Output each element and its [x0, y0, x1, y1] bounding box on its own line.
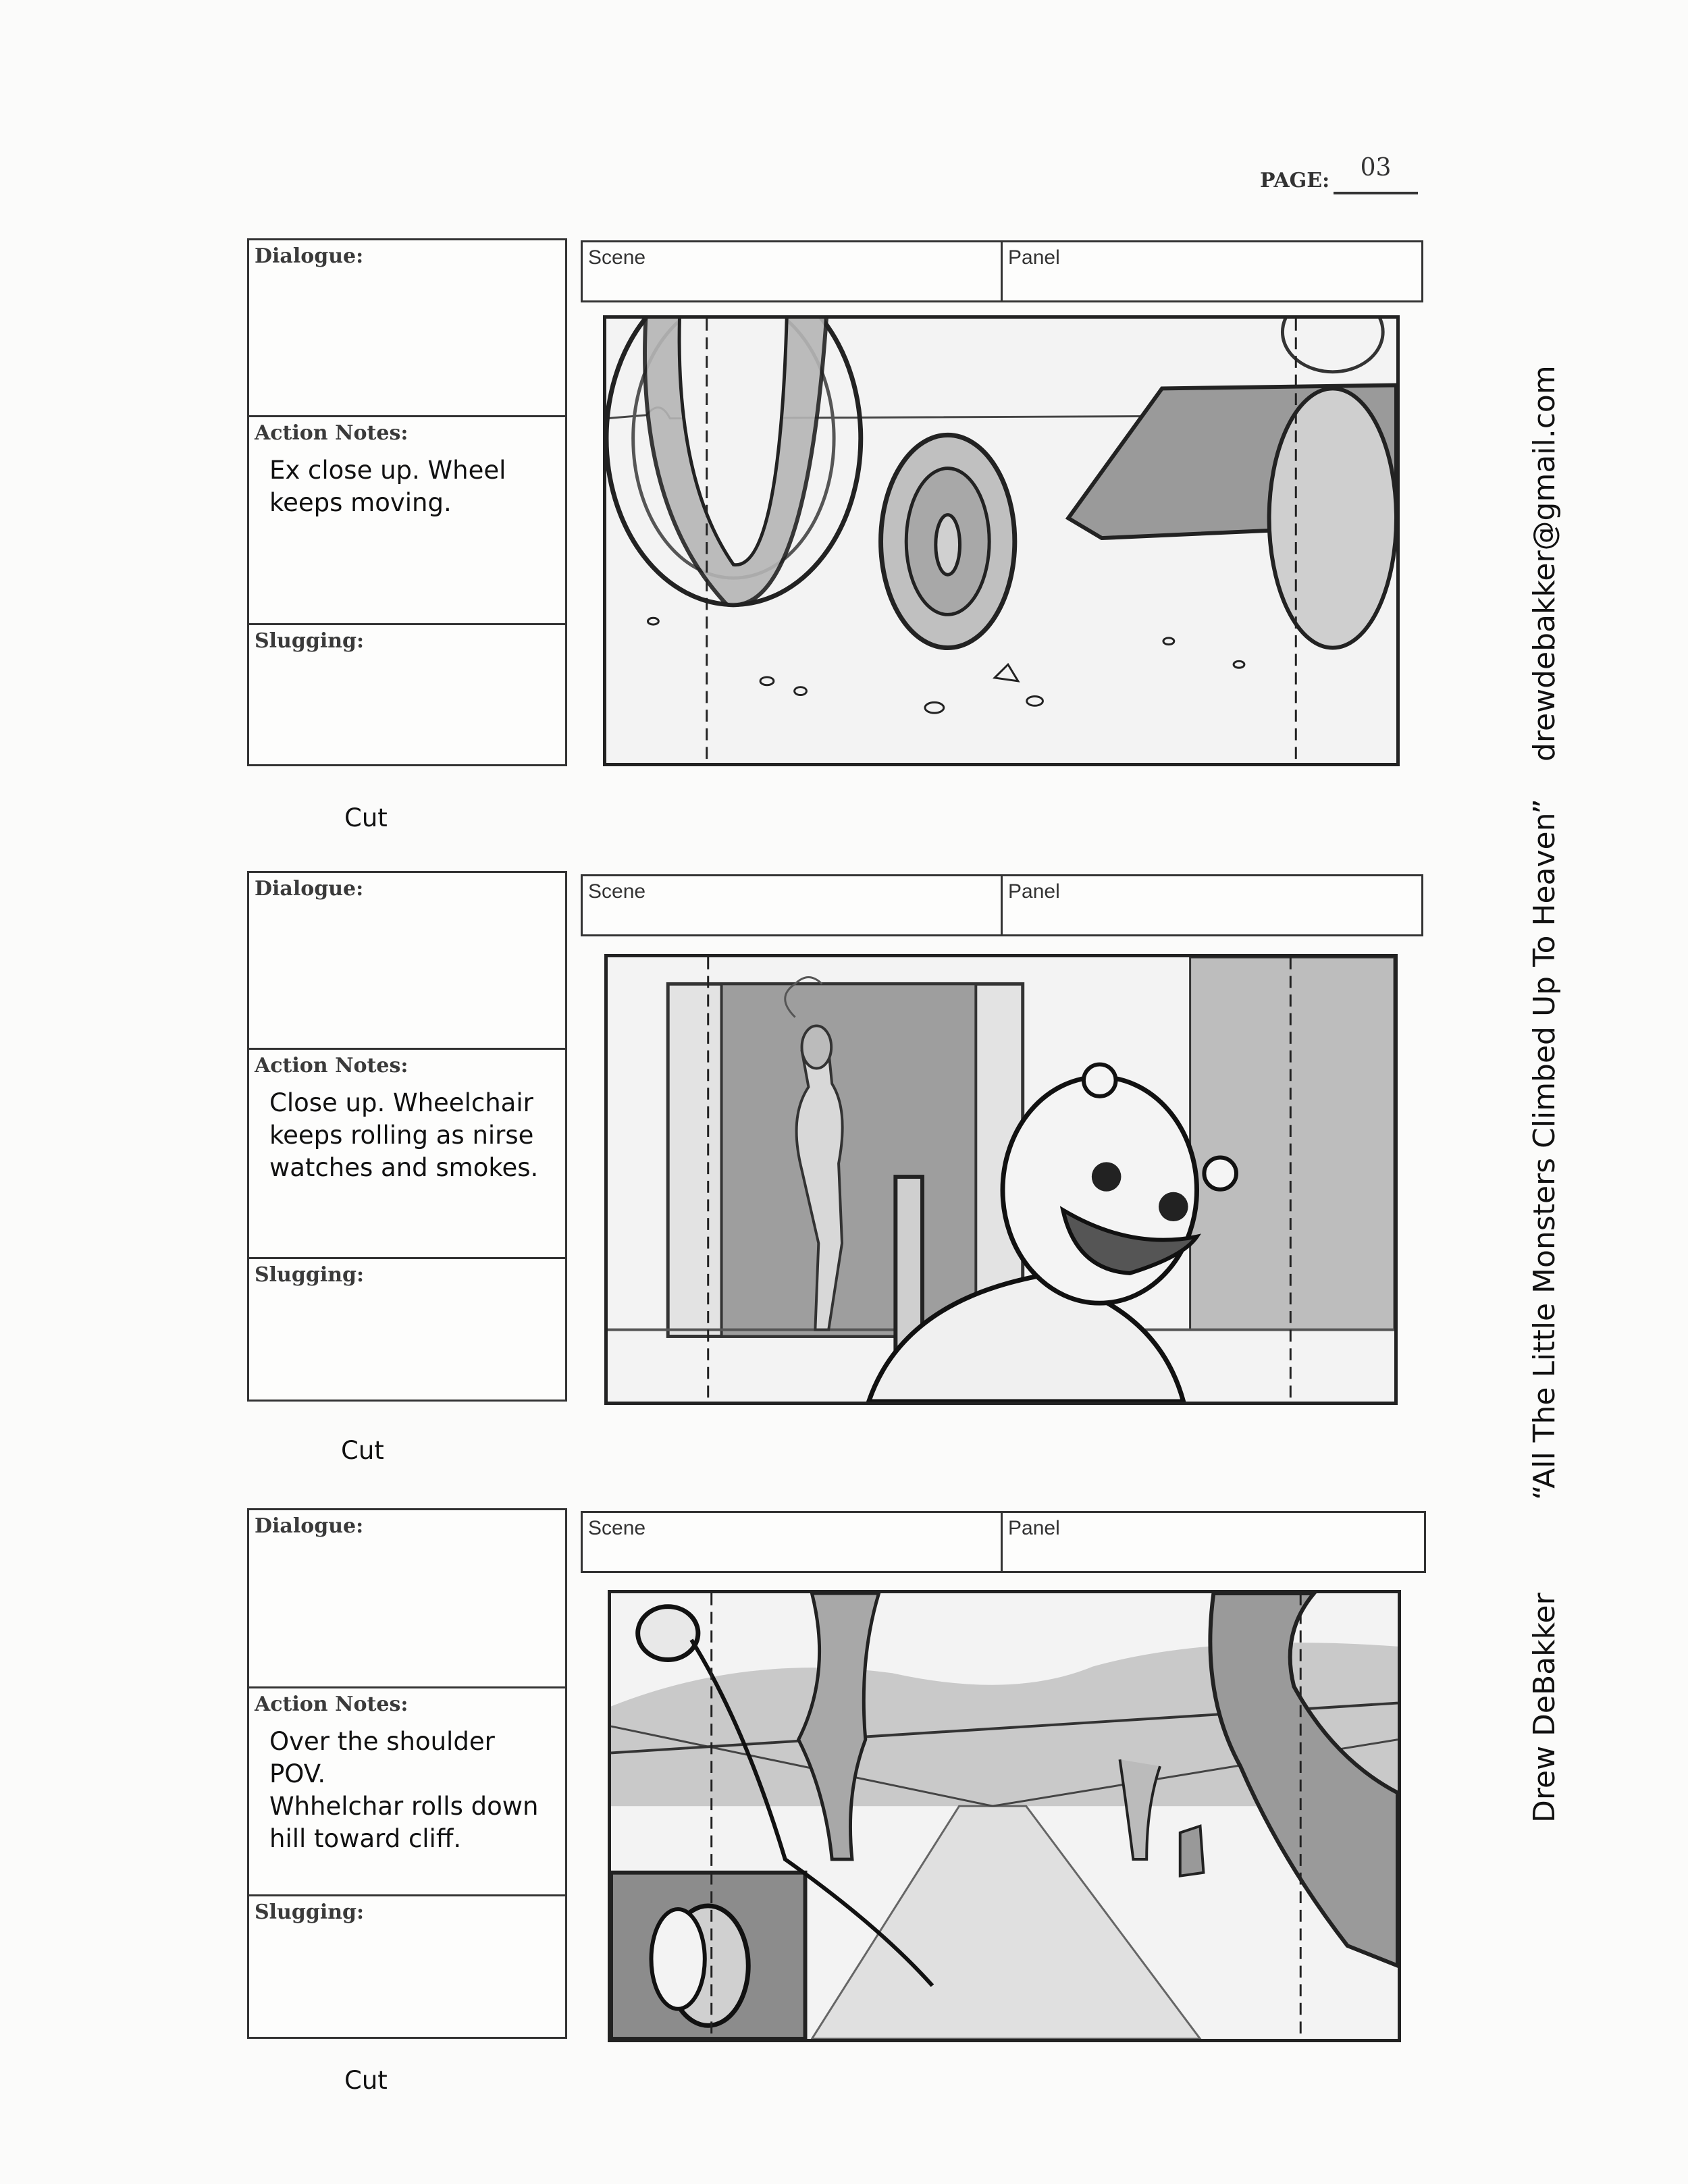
panel-cell[interactable]: Panel: [1003, 242, 1421, 300]
panel-label: Panel: [1008, 246, 1060, 269]
transition-label-1: Cut: [344, 803, 388, 832]
wagon-wheel-closeup-icon: [606, 319, 1396, 763]
dialogue-label: Dialogue:: [255, 877, 364, 901]
slugging-label: Slugging:: [255, 1263, 365, 1287]
scene-header-2: Scene Panel: [581, 874, 1423, 936]
action-notes-label: Action Notes:: [255, 1693, 408, 1716]
email-text: drewdebakker@gmail.com: [1527, 365, 1562, 762]
panel-label: Panel: [1008, 1517, 1060, 1539]
action-notes-label: Action Notes:: [255, 1054, 408, 1077]
action-notes-section: Action Notes: Over the shoulder POV. Whh…: [249, 1688, 565, 1896]
scene-header-1: Scene Panel: [581, 240, 1423, 302]
panel-cell[interactable]: Panel: [1003, 1513, 1424, 1571]
slugging-section: Slugging:: [249, 625, 565, 764]
dialogue-section: Dialogue:: [249, 873, 565, 1050]
action-notes-text[interactable]: Ex close up. Wheel keeps moving.: [269, 456, 506, 517]
sketch-frame-1: [603, 315, 1400, 766]
action-notes-text[interactable]: Close up. Wheelchair keeps rolling as ni…: [269, 1088, 539, 1182]
panel-label: Panel: [1008, 880, 1060, 903]
transition-label-2: Cut: [341, 1436, 384, 1465]
slugging-section: Slugging:: [249, 1896, 565, 2037]
action-notes-section: Action Notes: Ex close up. Wheel keeps m…: [249, 417, 565, 625]
slugging-label: Slugging:: [255, 1900, 365, 1924]
panel-cell[interactable]: Panel: [1003, 876, 1421, 934]
scene-cell[interactable]: Scene: [583, 242, 1003, 300]
title-text: “All The Little Monsters Climbed Up To H…: [1527, 799, 1562, 1500]
notes-box-1: Dialogue: Action Notes: Ex close up. Whe…: [247, 238, 567, 766]
notes-box-3: Dialogue: Action Notes: Over the shoulde…: [247, 1508, 567, 2039]
slugging-section: Slugging:: [249, 1259, 565, 1400]
scene-cell[interactable]: Scene: [583, 1513, 1003, 1571]
scene-label: Scene: [588, 246, 646, 269]
dialogue-section: Dialogue:: [249, 240, 565, 417]
page-number: 03: [1334, 154, 1418, 194]
action-notes-label: Action Notes:: [255, 421, 408, 445]
dialogue-label: Dialogue:: [255, 244, 364, 268]
dialogue-label: Dialogue:: [255, 1514, 364, 1538]
scene-label: Scene: [588, 1517, 646, 1539]
transition-label-3: Cut: [344, 2066, 388, 2095]
notes-box-2: Dialogue: Action Notes: Close up. Wheelc…: [247, 871, 567, 1402]
scene-header-3: Scene Panel: [581, 1511, 1426, 1573]
action-notes-section: Action Notes: Close up. Wheelchair keeps…: [249, 1050, 565, 1259]
action-notes-text[interactable]: Over the shoulder POV. Whhelchar rolls d…: [269, 1727, 539, 1853]
slugging-label: Slugging:: [255, 629, 365, 653]
dialogue-section: Dialogue:: [249, 1510, 565, 1688]
sketch-frame-3: [608, 1590, 1401, 2042]
sketch-frame-2: [604, 954, 1398, 1405]
scene-cell[interactable]: Scene: [583, 876, 1003, 934]
wheelchair-pov-tree-road-icon: [611, 1593, 1398, 2039]
scene-label: Scene: [588, 880, 646, 903]
author-text: Drew DeBakker: [1527, 1593, 1562, 1823]
nurse-and-bear-wheelchair-icon: [608, 957, 1394, 1402]
page-label: PAGE:: [1260, 169, 1330, 192]
